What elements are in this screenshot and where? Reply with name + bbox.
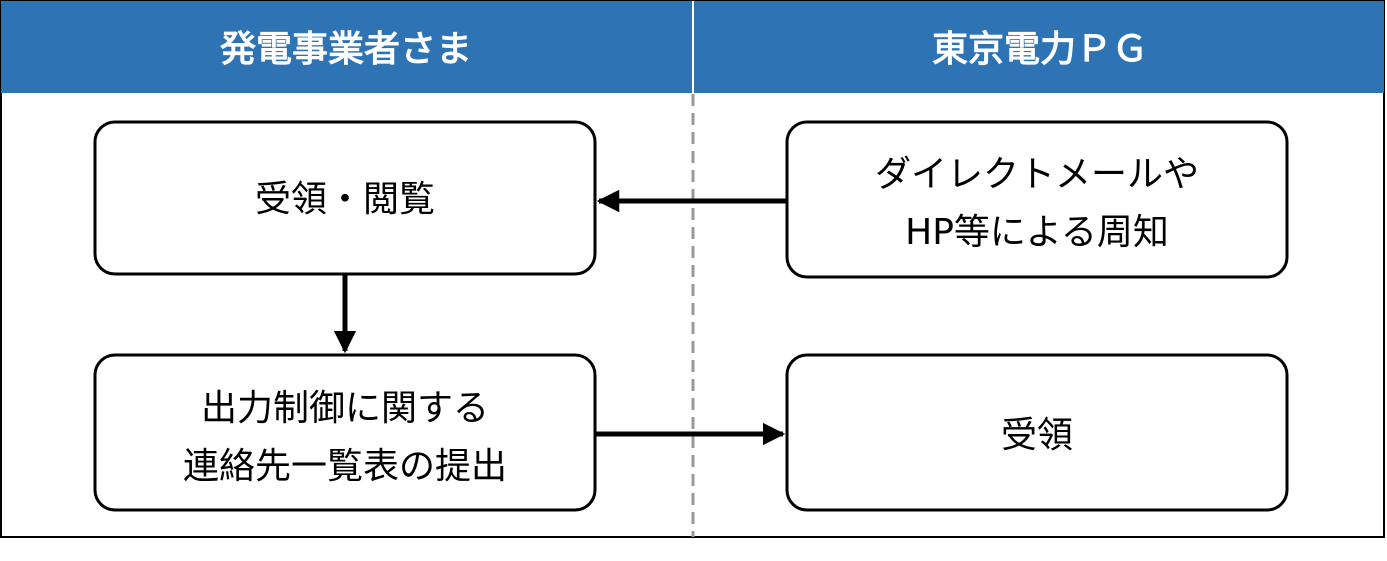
box-receive-view [93,120,597,276]
box-receive [785,353,1289,512]
box-receive-view-label: 受領・閲覧 [255,179,435,220]
lane-title-left: 発電事業者さま [220,29,472,70]
box-notice-label-line2: HP等による周知 [905,212,1169,253]
box-notice [785,120,1289,279]
lane-title-right: 東京電力ＰＧ [932,28,1148,70]
box-submit [93,353,597,512]
box-submit-label-line2: 連絡先一覧表の提出 [183,446,507,487]
box-notice-label-line1: ダイレクトメールや [875,154,1199,195]
box-receive-label: 受領 [1001,415,1073,456]
box-submit-label-line1: 出力制御に関する [201,388,489,429]
